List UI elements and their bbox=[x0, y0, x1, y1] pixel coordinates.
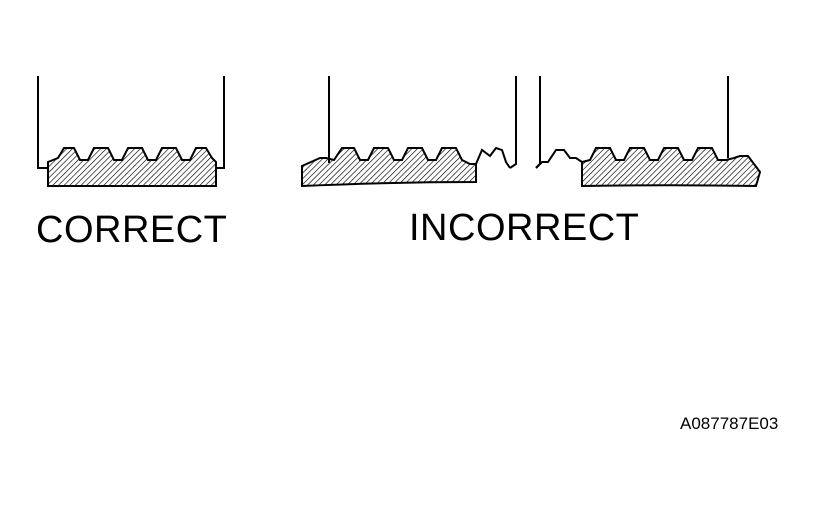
incorrect-belt-figure-left bbox=[301, 76, 517, 188]
correct-pulley-walls bbox=[37, 76, 225, 169]
figure-code: A087787E03 bbox=[680, 414, 779, 433]
correct-label: CORRECT bbox=[36, 209, 228, 251]
correct-belt-figure bbox=[37, 76, 225, 187]
incorrect-belt-figure-right bbox=[535, 76, 762, 188]
correct-belt-cross-section bbox=[47, 147, 217, 187]
incorrect-left-pulley-walls bbox=[328, 76, 517, 169]
incorrect-left-pulley-groove-edge bbox=[475, 146, 511, 169]
incorrect-right-belt-cross-section bbox=[581, 147, 762, 188]
incorrect-right-pulley-groove-edge bbox=[535, 149, 583, 169]
incorrect-left-belt-cross-section bbox=[301, 147, 477, 188]
incorrect-label: INCORRECT bbox=[409, 207, 640, 249]
